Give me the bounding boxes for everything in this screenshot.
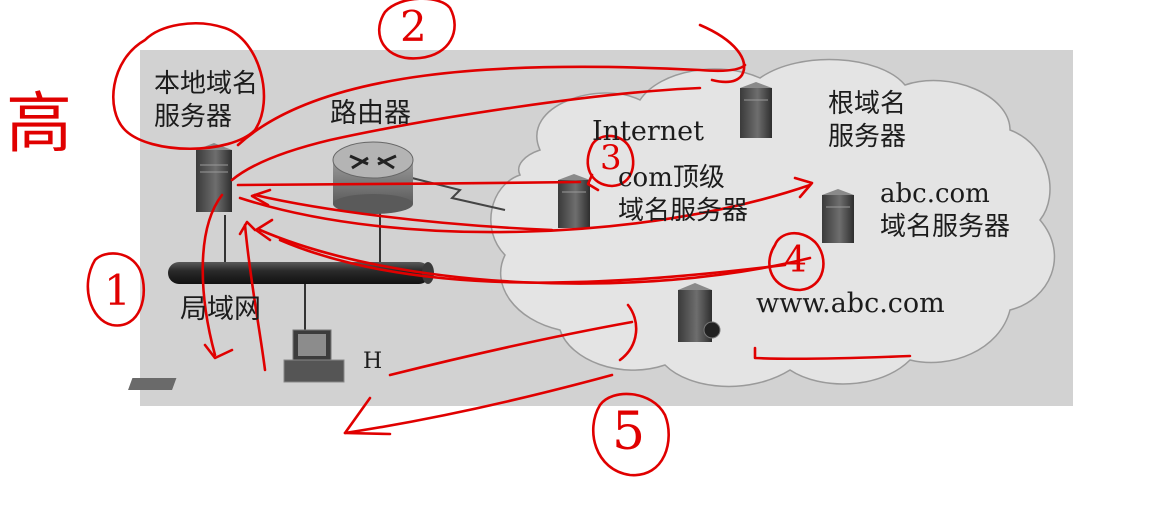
com-tld-server-icon [558, 174, 590, 228]
circle-step-3 [586, 134, 635, 188]
arrow-to-abc [238, 183, 812, 234]
circle-step-5 [592, 392, 670, 477]
abc-dns-server-icon [822, 189, 854, 243]
abc-dns-label: abc.com 域名服务器 [880, 179, 1011, 242]
www-label: www.abc.com [756, 288, 945, 319]
step-4-number: 4 [784, 240, 807, 281]
step-3-number: 3 [600, 138, 622, 178]
underline-www [753, 346, 912, 361]
arrow-to-com [236, 180, 582, 187]
arrow-dns-to-host [243, 223, 267, 372]
step-5-number: 5 [612, 402, 646, 462]
web-server-icon [678, 283, 721, 342]
arrow-host-to-web [388, 320, 634, 377]
circle-step-4 [768, 232, 825, 292]
router-icon [332, 141, 414, 214]
root-dns-label: 根域名 服务器 [828, 89, 907, 152]
arrow-web-to-host [343, 373, 614, 435]
host-computer-icon [128, 329, 345, 390]
circle-step-2 [378, 0, 456, 60]
arrow-to-root [236, 63, 747, 147]
high-annotation: 高 [6, 85, 72, 162]
local-dns-label: 本地域名 服务器 [154, 69, 259, 132]
circle-step-1 [86, 252, 145, 327]
arrow-abc-back [278, 238, 787, 284]
handwritten-annotations [86, 0, 912, 477]
step-2-number: 2 [400, 2, 427, 51]
step-1-number: 1 [104, 266, 131, 315]
internet-cloud [490, 58, 1056, 388]
lan-bus [168, 262, 430, 284]
arrow-from-root [230, 86, 702, 182]
lan-label: 局域网 [180, 294, 261, 325]
arrow-from-com [253, 193, 554, 232]
arrow-host-to-dns [201, 193, 224, 357]
local-dns-server-icon [196, 143, 232, 212]
root-dns-server-icon [740, 82, 772, 138]
router-label: 路由器 [330, 98, 411, 129]
host-label: H [363, 349, 383, 374]
internet-label: Internet [592, 116, 705, 147]
com-tld-label: com顶级 域名服务器 [618, 163, 749, 226]
